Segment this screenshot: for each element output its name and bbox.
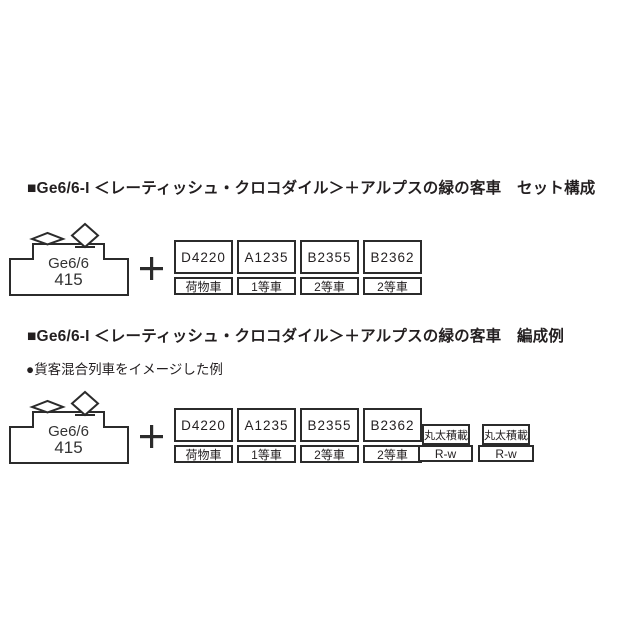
composition-note: ●貨客混合列車をイメージした例 [26,362,223,377]
car-cell: D4220 荷物車 [174,240,233,295]
log-load-label: 丸太積載 [482,424,530,445]
locomotive-class-label: Ge6/6 [48,423,89,440]
car-type: 荷物車 [174,277,233,295]
car-type: 2等車 [363,277,422,295]
locomotive-body-outline [9,411,129,464]
car-number: D4220 [174,240,233,274]
locomotive-body-outline [9,243,129,296]
car-cell: A1235 1等車 [237,240,296,295]
car-cell: A1235 1等車 [237,408,296,463]
plus-icon [136,249,166,287]
pantograph-raised-icon [70,390,100,417]
section-heading-formation: ■Ge6/6-I ＜レーティッシュ・クロコダイル＞＋アルプスの緑の客車 編成例 [27,328,565,345]
car-type: 2等車 [363,445,422,463]
car-number: A1235 [237,240,296,274]
pantograph-raised-icon [70,222,100,249]
log-load-label: 丸太積載 [422,424,470,445]
car-cell: B2355 2等車 [300,240,359,295]
car-type: 1等車 [237,277,296,295]
car-cell: B2362 2等車 [363,408,422,463]
wagon-code-label: R-w [478,445,534,462]
car-type: 2等車 [300,445,359,463]
car-cell: D4220 荷物車 [174,408,233,463]
car-number: B2355 [300,240,359,274]
car-number: B2362 [363,408,422,442]
locomotive-number-label: 415 [54,438,82,457]
car-cell: B2362 2等車 [363,240,422,295]
locomotive-diagram: Ge6/6 415 [9,222,129,296]
car-number: D4220 [174,408,233,442]
wagon-code-label: R-w [418,445,473,462]
plus-icon [136,417,166,455]
pantograph-lowered-icon [29,399,66,414]
pantograph-lowered-icon [29,231,66,246]
locomotive-class-label: Ge6/6 [48,255,89,272]
car-number: A1235 [237,408,296,442]
car-type: 2等車 [300,277,359,295]
car-number: B2355 [300,408,359,442]
car-number: B2362 [363,240,422,274]
car-cell: B2355 2等車 [300,408,359,463]
locomotive-number-label: 415 [54,270,82,289]
locomotive-diagram: Ge6/6 415 [9,390,129,464]
car-type: 1等車 [237,445,296,463]
section-heading-set: ■Ge6/6-I ＜レーティッシュ・クロコダイル＞＋アルプスの緑の客車 セット構… [27,180,596,197]
car-type: 荷物車 [174,445,233,463]
